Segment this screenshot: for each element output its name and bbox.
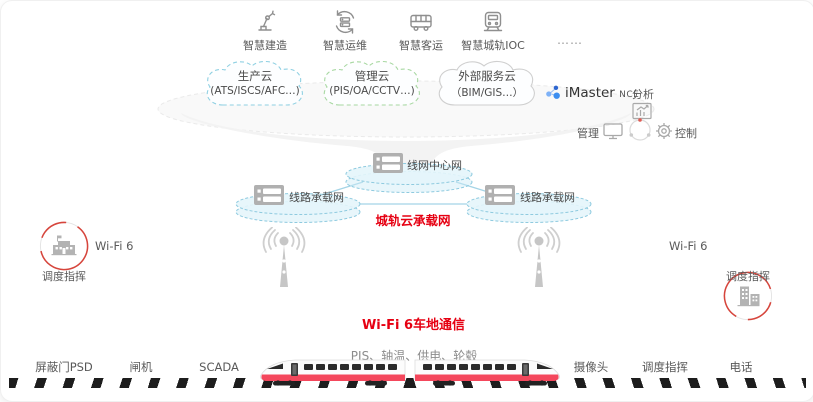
- device-label: SCADA: [199, 360, 239, 374]
- train-illustration: [260, 359, 560, 386]
- metro-train-icon: [483, 11, 503, 32]
- railway-track-left: [9, 378, 407, 388]
- cloud-external: 外部服务云 （BIM/GIS…）: [431, 59, 543, 113]
- cloud-subtitle: （BIM/GIS…）: [450, 87, 524, 99]
- bus-icon: [410, 14, 432, 32]
- imaster-nce-logo-icon: [546, 85, 560, 99]
- analysis-label: 分析: [632, 88, 654, 101]
- cloud-management: 管理云 (PIS/OA/CCTV…): [316, 59, 428, 113]
- cloud-production: 生产云 (ATS/ISCS/AFC…): [199, 59, 311, 113]
- device-label: 闸机: [129, 360, 153, 374]
- monitor-icon: [603, 123, 623, 140]
- app-label: 智慧运维: [323, 39, 367, 52]
- cloud-title: 管理云: [354, 69, 390, 83]
- wifi6-antenna-icon: [517, 227, 561, 287]
- control-label: 控制: [675, 127, 697, 140]
- more-apps-ellipsis: ……: [557, 33, 583, 47]
- network-line-left-label: 线路承载网: [289, 191, 344, 204]
- app-item-construction: 智慧建造: [220, 9, 310, 52]
- app-item-passenger: 智慧客运: [376, 9, 466, 52]
- analysis-chart-icon: [632, 102, 652, 120]
- device-label: 屏蔽门PSD: [35, 360, 93, 374]
- network-center-label: 线网中心网: [407, 159, 462, 172]
- cloud-subtitle: (PIS/OA/CCTV…): [329, 85, 415, 97]
- router-icon: [485, 185, 515, 205]
- cloud-title: 外部服务云: [458, 69, 516, 83]
- router-icon: [254, 185, 284, 205]
- cloud-shape-green: [323, 61, 420, 106]
- closed-loop-cycle-icon: [629, 118, 651, 141]
- robot-arm-icon: [258, 10, 276, 31]
- network-line-right-label: 线路承载网: [520, 191, 575, 204]
- imaster-brand: iMaster NCE: [565, 85, 640, 101]
- cloud-backbone-label: 城轨云承载网: [375, 213, 451, 228]
- railway-track-right: [407, 378, 806, 388]
- router-icon: [373, 153, 403, 173]
- train-systems-subtitle: PIS、轴温、供电、轮毂: [350, 349, 478, 363]
- train-ground-comm-title: Wi-Fi 6车地通信: [361, 318, 466, 333]
- dispatch-label-left: 调度指挥: [42, 270, 86, 283]
- wifi6-antenna-icon: [262, 227, 306, 287]
- wifi6-label-left: Wi-Fi 6: [95, 239, 134, 253]
- manage-label: 管理: [577, 127, 599, 140]
- gear-icon: [656, 123, 672, 139]
- cloud-subtitle: (ATS/ISCS/AFC…): [210, 85, 300, 97]
- dispatch-label-right: 调度指挥: [726, 270, 770, 283]
- dispatch-center-left-circle: [39, 221, 89, 271]
- app-item-ioc: 智慧城轨IOC: [448, 9, 538, 52]
- wifi6-label-right: Wi-Fi 6: [669, 239, 708, 253]
- dispatch-center-right-circle: [723, 271, 773, 321]
- city-buildings-icon: [737, 286, 760, 307]
- ops-cycle-icon: [335, 10, 355, 34]
- app-item-operations: 智慧运维: [300, 9, 390, 52]
- device-label: 摄像头: [573, 360, 609, 374]
- app-label: 智慧城轨IOC: [461, 39, 525, 52]
- app-label: 智慧建造: [243, 39, 287, 52]
- app-label: 智慧客运: [399, 39, 443, 52]
- cloud-title: 生产云: [237, 69, 273, 83]
- station-building-icon: [51, 235, 77, 256]
- cloud-shape-gray: [438, 61, 535, 106]
- cloud-shape-cyan: [206, 61, 303, 106]
- device-label: 调度指挥: [642, 360, 688, 374]
- imaster-suffix: NCE: [619, 90, 640, 100]
- device-label: 电话: [729, 360, 753, 374]
